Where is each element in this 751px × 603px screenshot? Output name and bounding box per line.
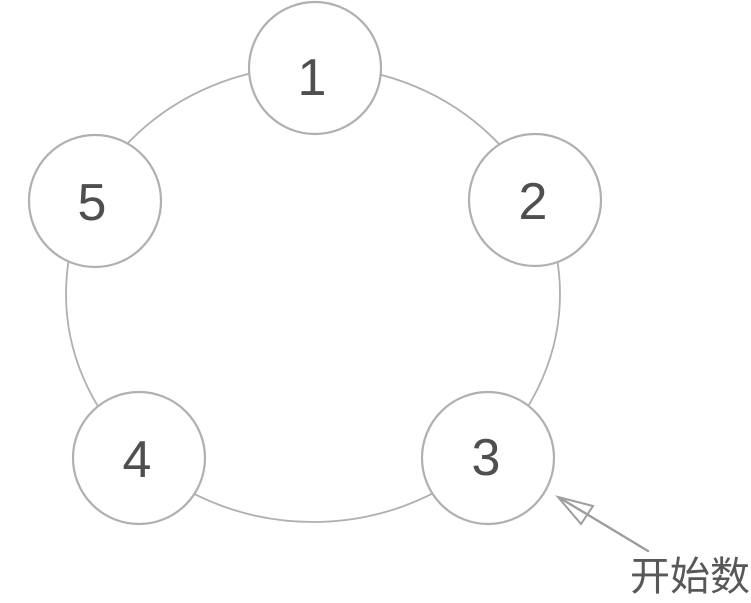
node-4-label: 4 [123, 431, 152, 489]
start-arrow [555, 495, 650, 553]
node-5-circle [27, 133, 163, 269]
node-2-circle [467, 132, 603, 268]
node-2-label: 2 [519, 173, 548, 231]
node-3: 3 [420, 390, 556, 526]
node-5-label: 5 [78, 174, 107, 232]
node-4: 4 [71, 390, 207, 526]
arrow-shaft [558, 496, 650, 553]
node-1-circle [247, 0, 383, 136]
node-1: 1 [247, 0, 383, 136]
node-1-label: 1 [298, 49, 327, 107]
node-2: 2 [467, 132, 603, 268]
node-5: 5 [27, 133, 163, 269]
node-4-circle [71, 390, 207, 526]
start-label: 开始数 [630, 555, 750, 599]
node-3-circle [420, 390, 556, 526]
node-3-label: 3 [472, 429, 501, 487]
